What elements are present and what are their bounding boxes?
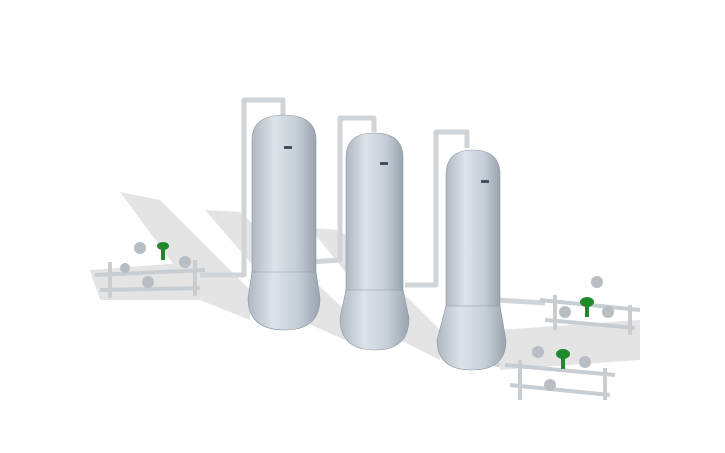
valve-icon — [532, 346, 544, 358]
pipe-tank-2 — [309, 115, 377, 265]
valve-icon — [591, 276, 603, 288]
green-actuator-icon — [157, 242, 169, 250]
tank-1[interactable] — [247, 114, 321, 331]
green-actuator-icon — [556, 349, 570, 359]
tank-2-label-plate — [380, 162, 388, 165]
valve-icon — [544, 379, 556, 391]
pipe-tank-3 — [405, 129, 470, 288]
valve-skid-right-upper[interactable] — [539, 276, 641, 335]
valve-icon — [120, 263, 130, 273]
tank-2[interactable] — [339, 132, 410, 351]
pipe-tank-3-out — [497, 297, 546, 306]
valve-icon — [179, 256, 191, 268]
pipe-tank-1 — [200, 97, 286, 278]
valve-icon — [134, 242, 146, 254]
tank-3[interactable] — [436, 149, 507, 371]
valve-icon — [142, 276, 154, 288]
valve-icon — [559, 306, 571, 318]
tank-1-label-plate — [284, 146, 292, 149]
valve-icon — [602, 306, 614, 318]
green-actuator-icon — [580, 297, 594, 307]
tank-3-label-plate — [481, 180, 489, 183]
valve-icon — [579, 356, 591, 368]
valve-skid-left[interactable] — [94, 242, 206, 298]
valve-skid-right-lower[interactable] — [504, 346, 616, 400]
